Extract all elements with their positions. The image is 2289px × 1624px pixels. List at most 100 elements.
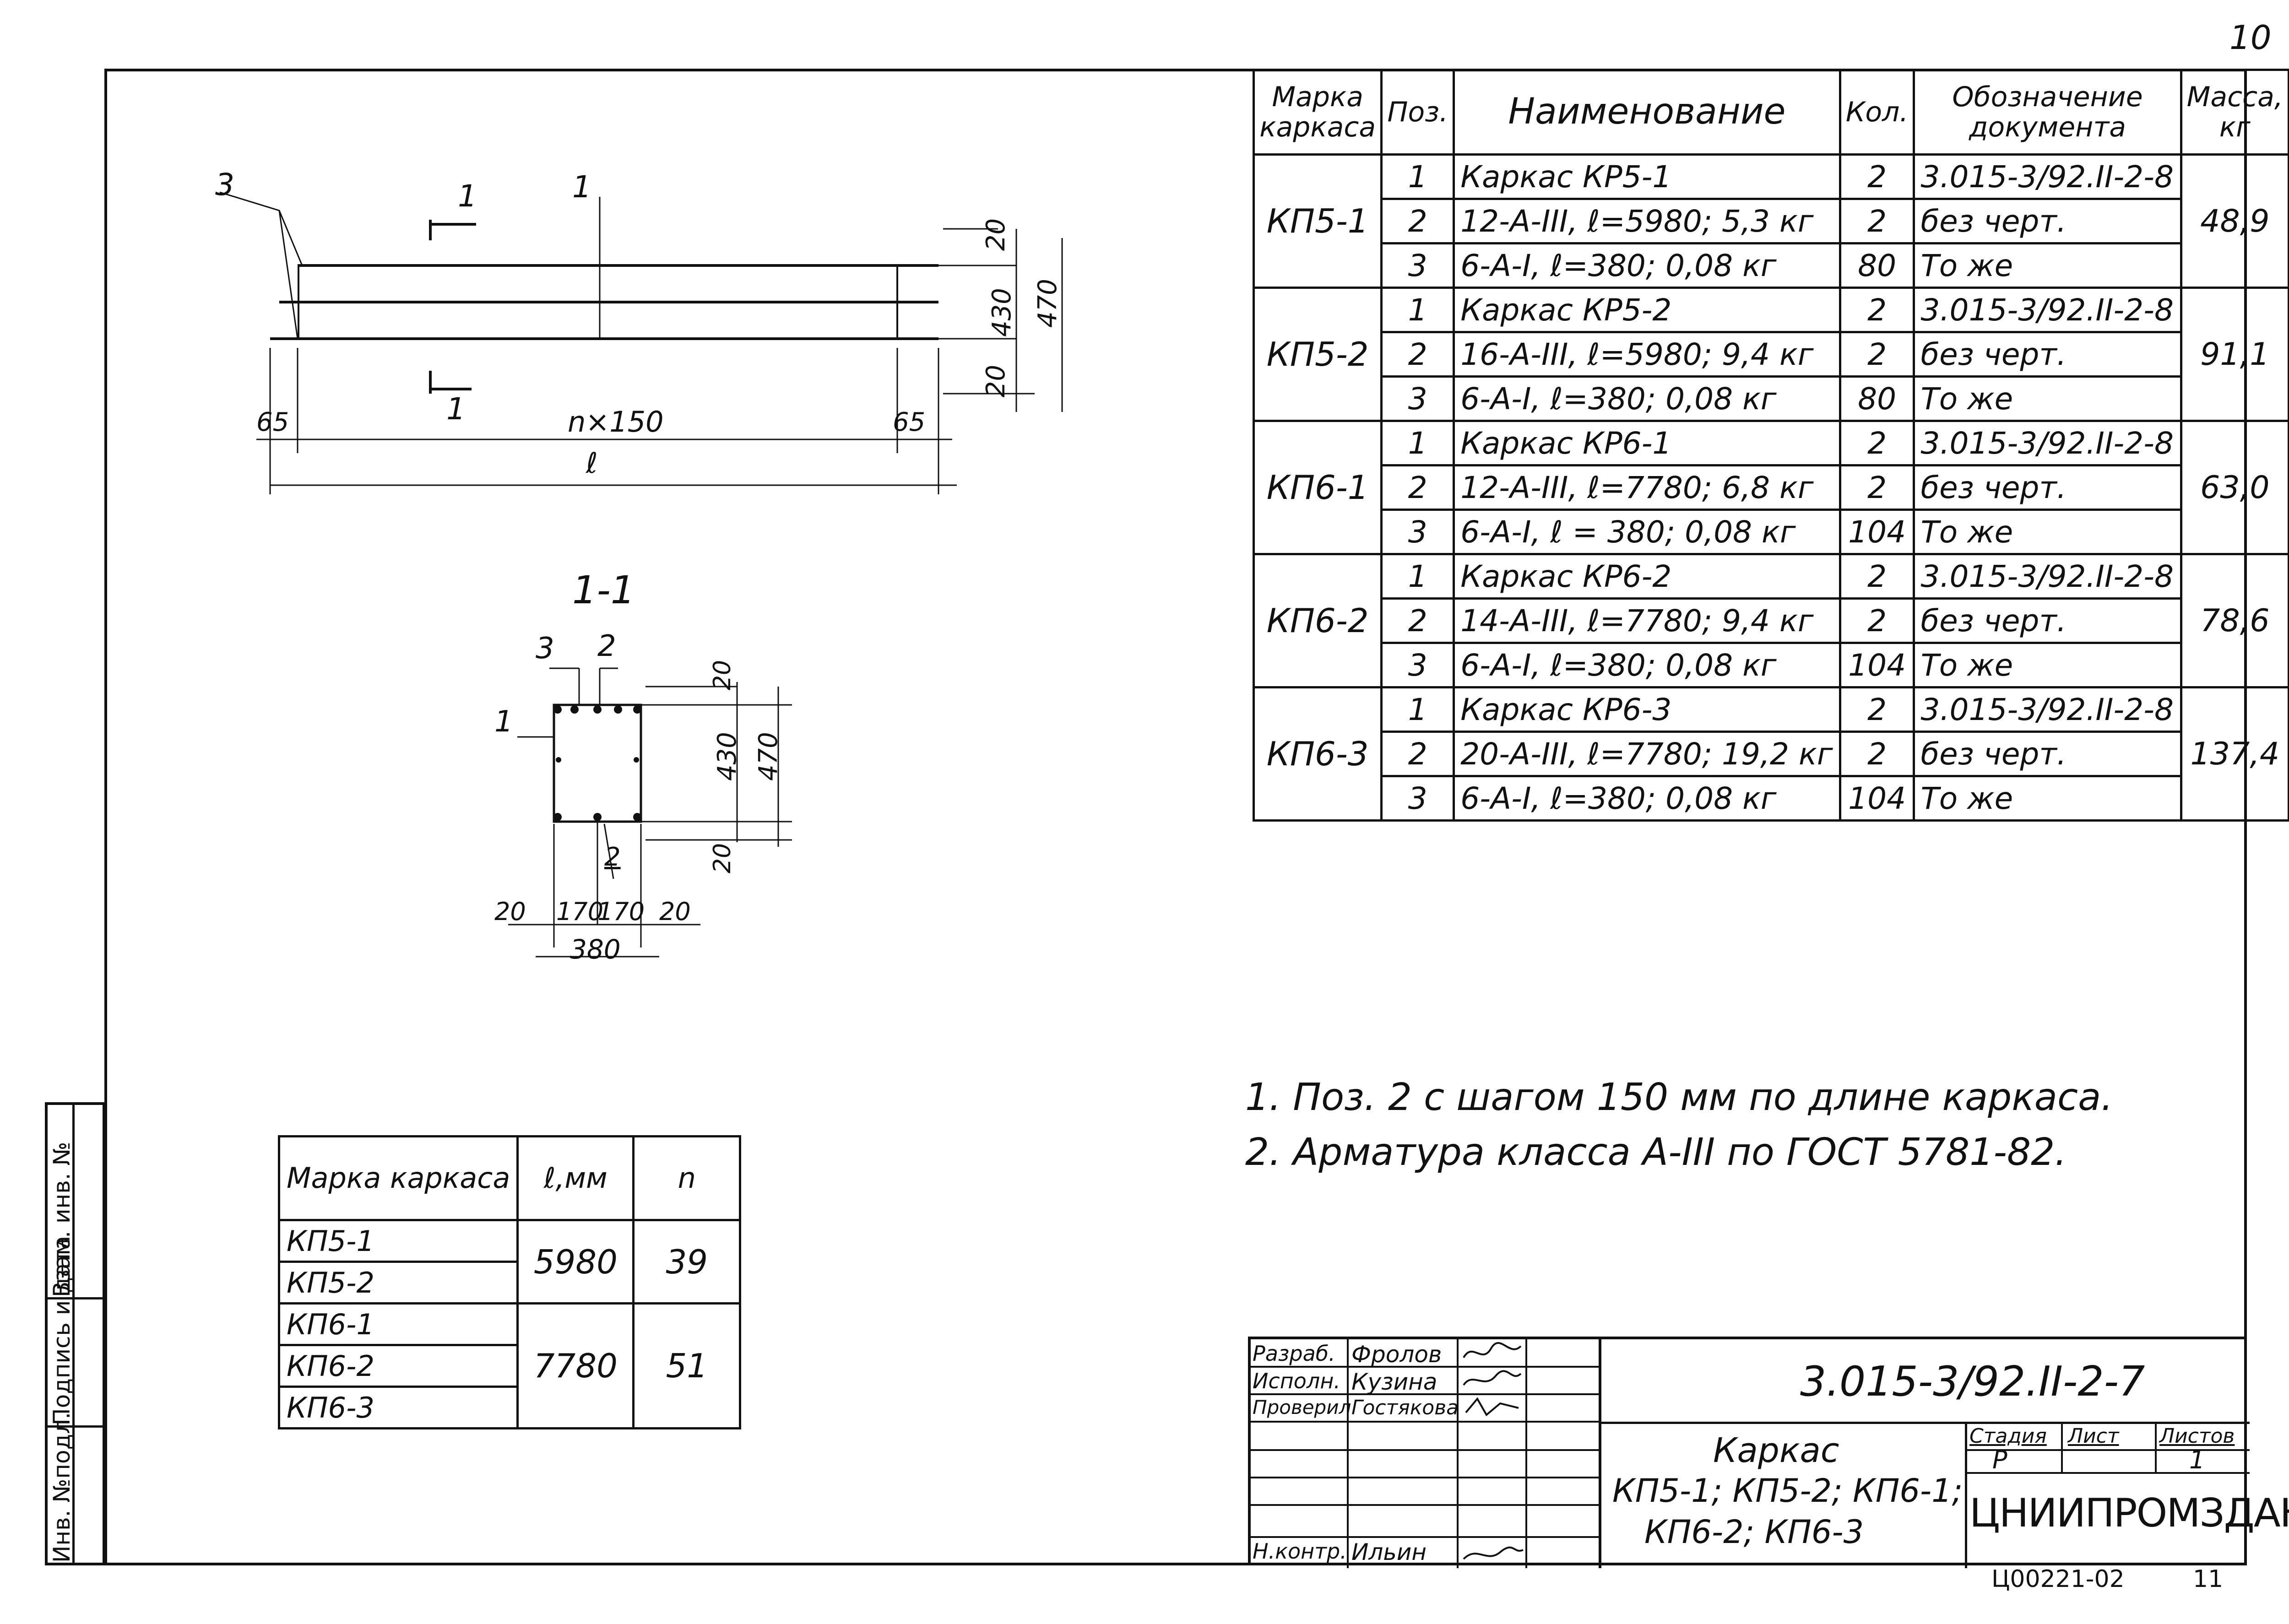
spec-name: 20-A-III, ℓ=7780; 19,2 кг bbox=[1453, 731, 1841, 777]
spec-pos: 2 bbox=[1380, 198, 1455, 244]
spec-qty: 104 bbox=[1839, 642, 1915, 688]
spec-qty: 2 bbox=[1839, 553, 1915, 600]
elev-section-mark-right: 1 bbox=[572, 169, 591, 205]
spec-name: Каркас КР6-2 bbox=[1453, 553, 1841, 600]
spec-mass: 78,6 bbox=[2180, 553, 2289, 688]
section-dim-20-top: 20 bbox=[709, 660, 737, 691]
role-norm-control: Н.контр. bbox=[1253, 1539, 1347, 1564]
len-mark: КП6-1 bbox=[277, 1302, 519, 1346]
spec-name: 6-A-I, ℓ=380; 0,08 кг bbox=[1453, 242, 1841, 289]
section-callout-2-low: 2 bbox=[604, 842, 621, 872]
doc-code: 3.015-3/92.II-2-7 bbox=[1800, 1358, 2145, 1406]
section-dim-430: 430 bbox=[712, 732, 742, 781]
spec-pos: 3 bbox=[1380, 775, 1455, 822]
len-header-length: ℓ,мм bbox=[516, 1135, 635, 1221]
stamp-vzam-label: Взам. инв. № bbox=[49, 1142, 75, 1297]
side-stamp: Инв. №подл. Подпись и дата Взам. инв. № bbox=[45, 1102, 105, 1565]
org-name: ЦНИИПРОМЗДАНИЙ bbox=[1969, 1490, 2289, 1536]
spec-header-name: Наименование bbox=[1453, 69, 1841, 156]
spec-mass: 63,0 bbox=[2180, 420, 2289, 555]
spec-pos: 2 bbox=[1380, 597, 1455, 644]
spec-name: 14-A-III, ℓ=7780; 9,4 кг bbox=[1453, 597, 1841, 644]
note-2: 2. Арматура класса A-III по ГОСТ 5781-82… bbox=[1245, 1131, 2067, 1174]
spec-mark: КП6-3 bbox=[1252, 686, 1383, 822]
spec-doc: без черт. bbox=[1913, 331, 2182, 378]
spec-mark: КП5-1 bbox=[1252, 153, 1383, 289]
elev-dim-65-left: 65 bbox=[256, 407, 289, 437]
spec-mass: 48,9 bbox=[2180, 153, 2289, 289]
spec-pos: 3 bbox=[1380, 642, 1455, 688]
spec-name: Каркас КР5-1 bbox=[1453, 153, 1841, 200]
section-dim-20-right: 20 bbox=[659, 897, 691, 926]
section-callout-1: 1 bbox=[494, 705, 513, 739]
spec-mass: 137,4 bbox=[2180, 686, 2289, 822]
sheet-title: Каркас bbox=[1713, 1431, 1839, 1470]
spec-doc: без черт. bbox=[1913, 464, 2182, 511]
elev-callout-3: 3 bbox=[215, 167, 234, 202]
spec-header-doc: Обозначение документа bbox=[1913, 69, 2182, 156]
spec-name: Каркас КР6-1 bbox=[1453, 420, 1841, 466]
spec-mark: КП5-2 bbox=[1252, 287, 1383, 422]
section-dim-20-left: 20 bbox=[494, 897, 526, 926]
spec-name: 16-A-III, ℓ=5980; 9,4 кг bbox=[1453, 331, 1841, 378]
spec-pos: 2 bbox=[1380, 331, 1455, 378]
spec-doc: То же bbox=[1913, 375, 2182, 422]
stamp-inv-label: Инв. №подл. bbox=[49, 1412, 75, 1563]
spec-qty: 2 bbox=[1839, 198, 1915, 244]
spec-doc: без черт. bbox=[1913, 198, 2182, 244]
spec-doc: без черт. bbox=[1913, 597, 2182, 644]
len-header-n: n bbox=[632, 1135, 742, 1221]
spec-name: 6-A-I, ℓ=380; 0,08 кг bbox=[1453, 642, 1841, 688]
spec-pos: 1 bbox=[1380, 153, 1455, 200]
spec-pos: 1 bbox=[1380, 553, 1455, 600]
spec-doc: То же bbox=[1913, 642, 2182, 688]
spec-name: 6-A-I, ℓ = 380; 0,08 кг bbox=[1453, 509, 1841, 555]
spec-doc: То же bbox=[1913, 775, 2182, 822]
title-block: Разраб. Исполн. Проверил Н.контр. Фролов… bbox=[1248, 1337, 2289, 1568]
spec-qty: 2 bbox=[1839, 420, 1915, 466]
spec-qty: 2 bbox=[1839, 686, 1915, 733]
stage-label: Стадия bbox=[1969, 1424, 2047, 1448]
spec-qty: 2 bbox=[1839, 464, 1915, 511]
spec-doc: 3.015-3/92.II-2-8 bbox=[1913, 153, 2182, 200]
spec-name: 12-A-III, ℓ=5980; 5,3 кг bbox=[1453, 198, 1841, 244]
role-checker: Проверил bbox=[1253, 1396, 1351, 1418]
spec-name: Каркас КР6-3 bbox=[1453, 686, 1841, 733]
section-drawing bbox=[508, 667, 792, 958]
spec-qty: 104 bbox=[1839, 775, 1915, 822]
len-n: 51 bbox=[632, 1302, 742, 1429]
section-dim-380: 380 bbox=[570, 934, 621, 965]
sheets-value: 1 bbox=[2189, 1445, 2205, 1474]
spec-mark: КП6-1 bbox=[1252, 420, 1383, 555]
elev-dim-nx150: n×150 bbox=[568, 405, 664, 438]
spec-doc: То же bbox=[1913, 509, 2182, 555]
page-number: 10 bbox=[2229, 18, 2272, 57]
spec-header-pos: Поз. bbox=[1380, 69, 1455, 156]
spec-header-mark: Марка каркаса bbox=[1252, 69, 1383, 156]
spec-qty: 2 bbox=[1839, 287, 1915, 333]
spec-pos: 3 bbox=[1380, 375, 1455, 422]
sheet-label: Лист bbox=[2068, 1424, 2119, 1448]
spec-name: Каркас КР5-2 bbox=[1453, 287, 1841, 333]
spec-header-qty: Кол. bbox=[1839, 69, 1915, 156]
len-mark: КП6-3 bbox=[277, 1386, 519, 1429]
spec-doc: 3.015-3/92.II-2-8 bbox=[1913, 287, 2182, 333]
name-checker: Гостякова bbox=[1351, 1396, 1459, 1419]
spec-doc: 3.015-3/92.II-2-8 bbox=[1913, 553, 2182, 600]
length-table: Марка каркаса ℓ,мм n КП5-1 5980 39 КП5-2… bbox=[277, 1135, 742, 1429]
len-mark: КП5-1 bbox=[277, 1219, 519, 1263]
sheet-subtitle-1: КП5-1; КП5-2; КП6-1; bbox=[1612, 1472, 1963, 1510]
elev-section-mark-top: 1 bbox=[458, 179, 477, 214]
spec-pos: 2 bbox=[1380, 731, 1455, 777]
elev-dim-20-top: 20 bbox=[981, 218, 1011, 251]
len-header-mark: Марка каркаса bbox=[277, 1135, 519, 1221]
spec-pos: 1 bbox=[1380, 420, 1455, 466]
section-callout-2: 2 bbox=[597, 629, 616, 663]
